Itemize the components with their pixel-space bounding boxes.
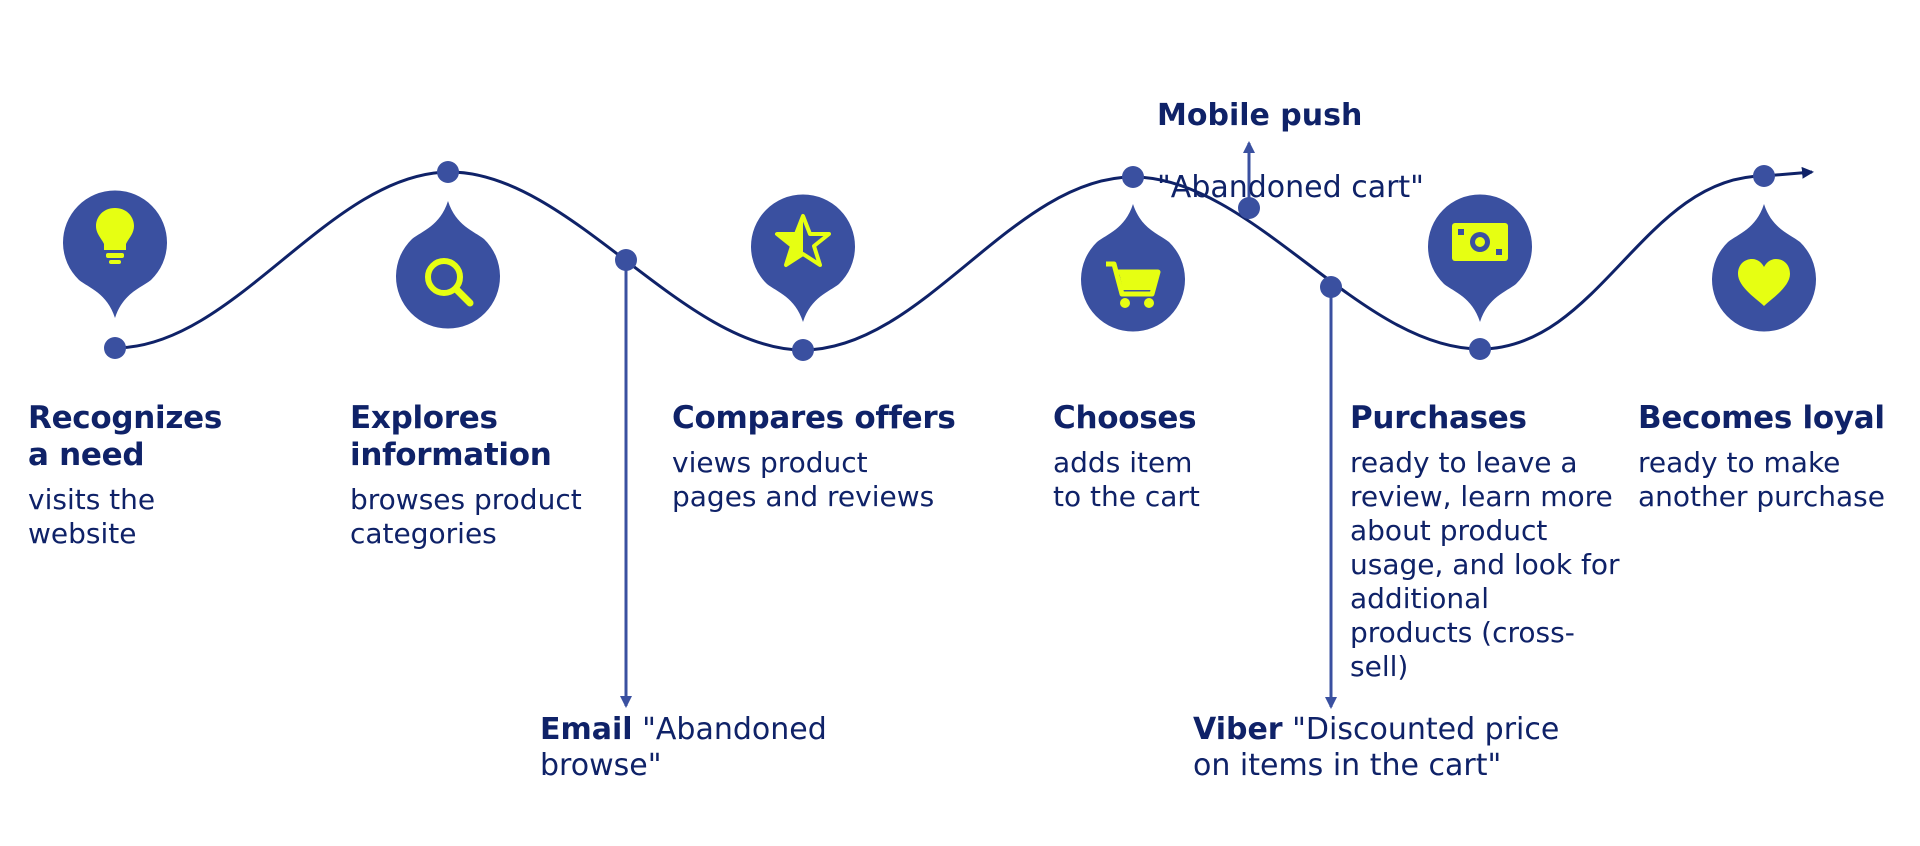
channel-mobile-push: Mobile push "Abandoned cart" [1157, 62, 1424, 242]
channel-message: "Discounted price on items in the cart" [1193, 712, 1560, 783]
journey-wave [114, 166, 1814, 352]
channel-email: Email "Abandoned browse" [540, 712, 827, 784]
channel-dot-viber [1320, 276, 1342, 298]
stage-title: Recognizes a need [28, 400, 222, 473]
stage-compares: Compares offers views product pages and … [672, 400, 956, 514]
search-icon [425, 258, 474, 307]
stage-dot-explores [437, 161, 459, 183]
stage-pin-loyal [1712, 204, 1816, 332]
stage-recognizes: Recognizes a need visits the website [28, 400, 222, 551]
stage-pin-recognizes [62, 190, 167, 318]
stage-pin-purchases [1428, 194, 1532, 322]
stage-loyal: Becomes loyal ready to make another purc… [1638, 400, 1885, 514]
channel-dot-mobile-push [1238, 197, 1260, 219]
channel-name: Viber [1193, 712, 1283, 747]
heart-icon [1738, 259, 1790, 306]
stage-dot-compares [792, 339, 814, 361]
stage-description: views product pages and reviews [672, 446, 935, 513]
stage-title: Becomes loyal [1638, 400, 1885, 436]
channel-message: "Abandoned cart" [1157, 170, 1424, 205]
channel-dot-email [615, 249, 637, 271]
stage-dot-chooses [1122, 166, 1144, 188]
channel-message: "Abandoned browse" [540, 712, 827, 783]
star-icon [775, 214, 831, 267]
stage-pin-chooses [1081, 204, 1185, 332]
channel-viber: Viber "Discounted price on items in the … [1193, 712, 1559, 784]
stage-description: adds item to the cart [1053, 446, 1200, 513]
stage-title: Compares offers [672, 400, 956, 436]
stage-chooses: Chooses adds item to the cart [1053, 400, 1200, 514]
stage-title: Explores information [350, 400, 552, 473]
stage-description: browses product categories [350, 483, 582, 550]
stage-dot-recognizes [104, 337, 126, 359]
stage-pin-compares [751, 194, 855, 322]
stage-purchases: Purchases ready to leave a review, learn… [1350, 400, 1620, 684]
stage-explores: Explores information browses product cat… [350, 400, 582, 551]
stage-title: Chooses [1053, 400, 1197, 436]
stage-pin-explores [396, 201, 500, 329]
lightbulb-icon [96, 208, 134, 264]
channel-name: Mobile push [1157, 98, 1363, 133]
stage-description: ready to leave a review, learn more abou… [1350, 446, 1620, 683]
stage-dot-loyal [1753, 165, 1775, 187]
stage-description: visits the website [28, 483, 156, 550]
money-icon [1452, 223, 1508, 261]
stage-description: ready to make another purchase [1638, 446, 1885, 513]
cart-icon [1106, 261, 1161, 308]
stage-dot-purchases [1469, 338, 1491, 360]
channel-name: Email [540, 712, 633, 747]
stage-title: Purchases [1350, 400, 1527, 436]
